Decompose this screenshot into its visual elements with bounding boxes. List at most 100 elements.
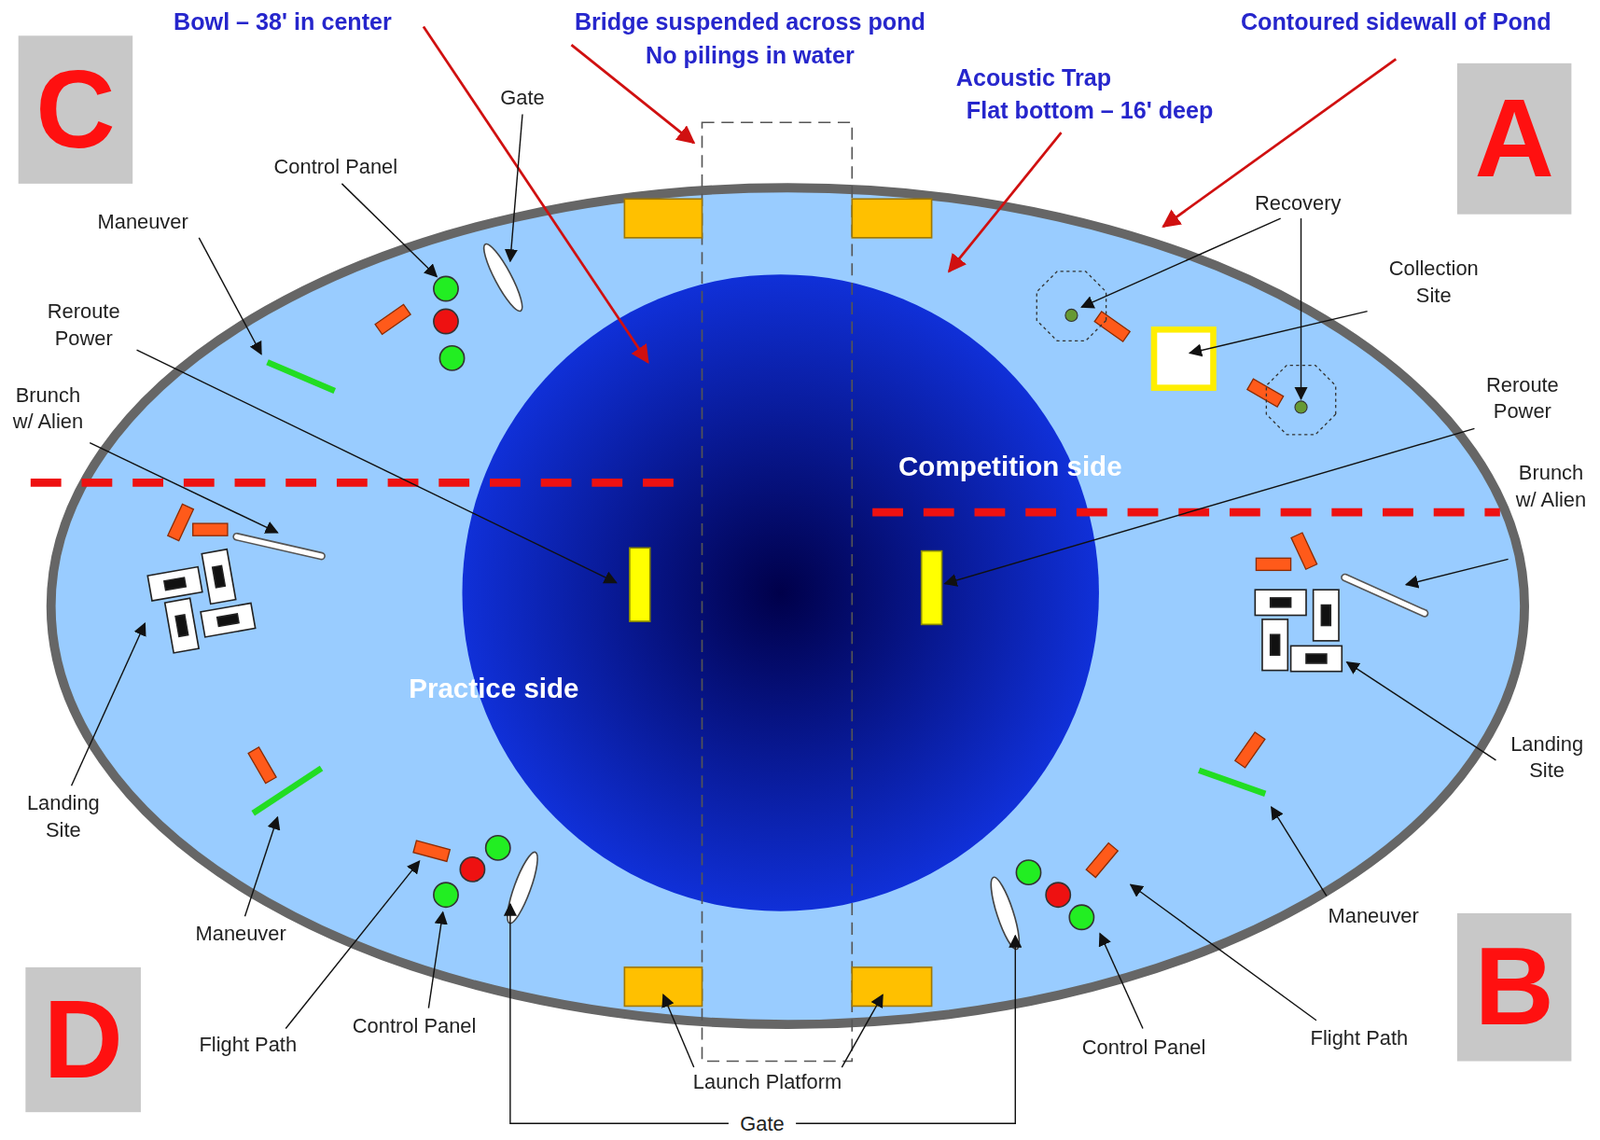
recovery-buoy [1294,401,1308,414]
control-light [1015,860,1041,885]
leader-line [1347,662,1497,761]
leader-line [1405,558,1508,585]
bowl [461,274,1100,912]
brunch-bar-outline [236,536,322,557]
part-label: Brunch w/ Alien [1514,459,1588,513]
area-label: Practice side [408,671,579,708]
landing-pad-mark [212,565,225,587]
control-light [433,308,459,334]
part-label: Collection Site [1377,254,1490,308]
recovery-buoy [1065,308,1078,321]
leader-line [663,994,695,1068]
landing-pad [200,602,256,637]
landing-pad-mark [164,577,186,590]
leader-line [341,183,437,278]
callout-note: Acoustic Trap [956,64,1112,93]
landing-pad [147,567,203,601]
brunch-bar [236,536,322,557]
maneuver-bar [1198,770,1266,794]
part-label: Landing Site [1501,730,1593,784]
part-label: Control Panel [274,153,399,180]
flight-path-marker [193,523,228,536]
corner-letter: A [1474,78,1554,200]
landing-pad [1313,589,1339,641]
landing-pad [1291,645,1343,671]
callout-note: Flat bottom – 16' deep [966,97,1214,126]
part-label: Launch Platform [693,1068,842,1095]
callout-note: Bridge suspended across pond [574,8,926,37]
flight-path-marker [413,840,450,862]
flight-path-marker [1291,532,1318,570]
gate [501,849,543,927]
part-label: Flight Path [198,1030,297,1058]
flight-path-marker [1255,557,1291,571]
pond-sidewall [51,187,1525,1025]
corner-marker: B [1457,913,1573,1062]
leader-line [795,935,1016,1124]
leader-line [1099,933,1143,1030]
part-label: Reroute Power [37,297,129,351]
maneuver-bar [267,361,335,391]
leader-line [137,349,617,583]
corner-marker: A [1457,63,1573,215]
leader-line [510,114,523,263]
part-label: Reroute Power [1476,371,1569,425]
control-light [439,346,464,371]
leader-line [285,861,419,1029]
recovery-zone [1036,271,1106,341]
leader-line [841,994,883,1068]
part-label: Maneuver [194,920,286,947]
gate [477,240,528,316]
bridge-outline [702,122,853,1061]
part-label: Maneuver [97,208,188,235]
leader-line [1081,218,1280,307]
launch-platform [851,967,932,1007]
control-light [1069,904,1094,930]
control-light [433,276,459,301]
collection-site [1154,329,1213,388]
flight-path-marker [167,503,195,541]
control-light [433,882,459,907]
corner-letter: C [35,49,115,171]
launch-platform [624,967,702,1007]
leader-line [198,237,262,355]
landing-pad [165,598,199,654]
gate [986,875,1026,952]
control-light [1045,882,1071,907]
corner-marker: D [25,967,141,1113]
landing-pad [1254,589,1307,615]
landing-pad-mark [1306,653,1327,664]
part-label: Landing Site [17,790,110,844]
part-label: Recovery [1254,189,1341,216]
leader-line [89,443,278,533]
flight-path-marker [1085,843,1118,878]
landing-pad-mark [175,614,188,637]
callout-note: Contoured sidewall of Pond [1240,8,1552,37]
leader-line [71,623,146,786]
area-label: Competition side [898,448,1123,485]
corner-letter: B [1474,926,1554,1048]
leader-line [423,26,649,362]
callout-note: No pilings in water [645,41,855,70]
callout-note: Bowl – 38' in center [173,8,392,37]
landing-pad-mark [1270,634,1280,655]
part-label: Gate [735,1110,790,1137]
leader-line [1189,311,1367,354]
flight-path-marker [248,747,277,784]
leader-line [1271,806,1327,896]
landing-pad-mark [1321,605,1331,627]
landing-pad [1262,619,1288,671]
control-light [486,835,511,861]
divider-line [30,478,686,487]
landing-pad-mark [1270,598,1292,608]
part-label: Maneuver [1328,902,1420,929]
leader-line [1163,58,1396,226]
launch-platform [624,198,702,238]
flight-path-marker [1247,378,1284,407]
leader-line [245,817,279,917]
part-label: Control Panel [1082,1033,1207,1060]
leader-line [428,912,443,1009]
corner-letter: D [42,979,123,1101]
part-label: Flight Path [1310,1024,1409,1051]
